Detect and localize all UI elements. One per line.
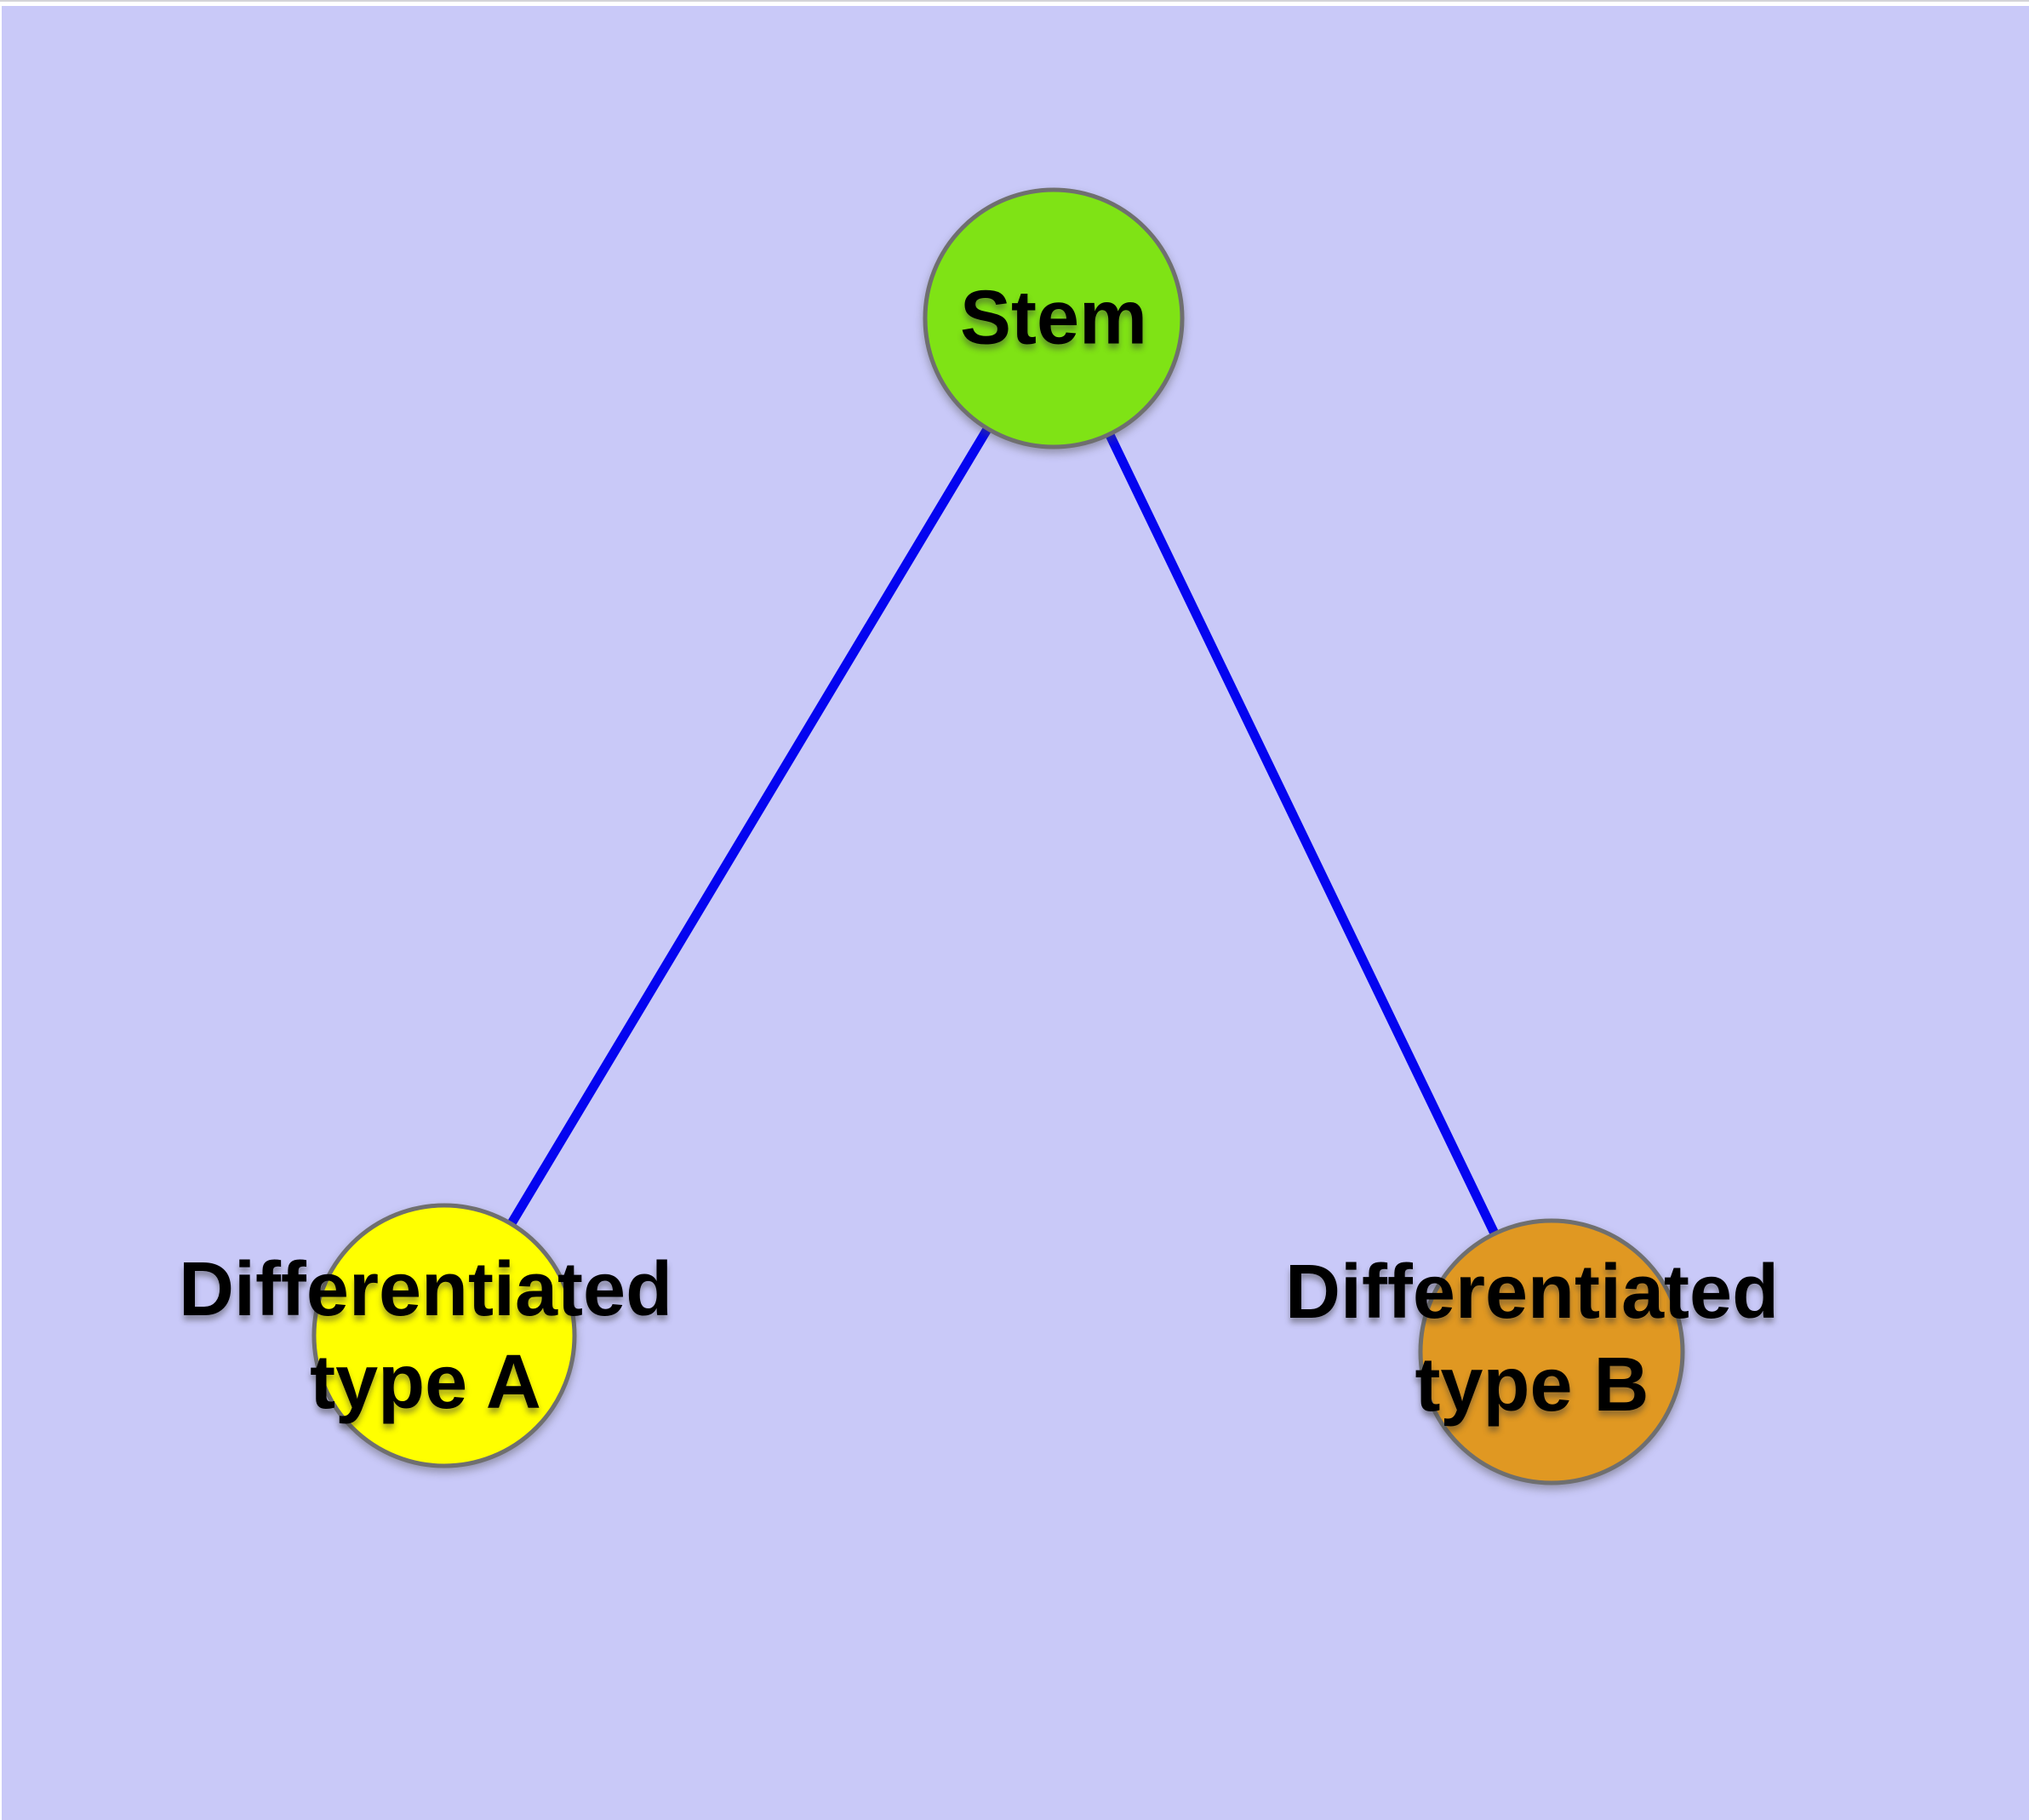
node-type-a-label: Differentiated type A <box>179 1244 672 1429</box>
edge-stem-to-type-a[interactable] <box>440 316 1058 1338</box>
node-differentiated-type-a[interactable] <box>311 1203 577 1468</box>
edge-stem-to-type-b[interactable] <box>1049 316 1556 1354</box>
node-stem[interactable] <box>923 187 1185 449</box>
node-type-b-label-line2: type B <box>1415 1342 1649 1428</box>
node-type-a-label-line2: type A <box>310 1340 541 1425</box>
node-stem-label-line: Stem <box>959 275 1148 361</box>
window-top-edge <box>0 0 2029 2</box>
node-type-b-label-line1: Differentiated <box>1284 1250 1780 1335</box>
node-differentiated-type-b[interactable] <box>1418 1218 1685 1485</box>
node-stem-label: Stem <box>960 272 1147 365</box>
graph-svg <box>311 187 1685 1485</box>
diagram-canvas: Stem Differentiated type A Differentiate… <box>2 6 2029 1820</box>
node-type-a-label-line1: Differentiated <box>178 1247 673 1332</box>
node-type-b-label: Differentiated type B <box>1285 1246 1779 1432</box>
